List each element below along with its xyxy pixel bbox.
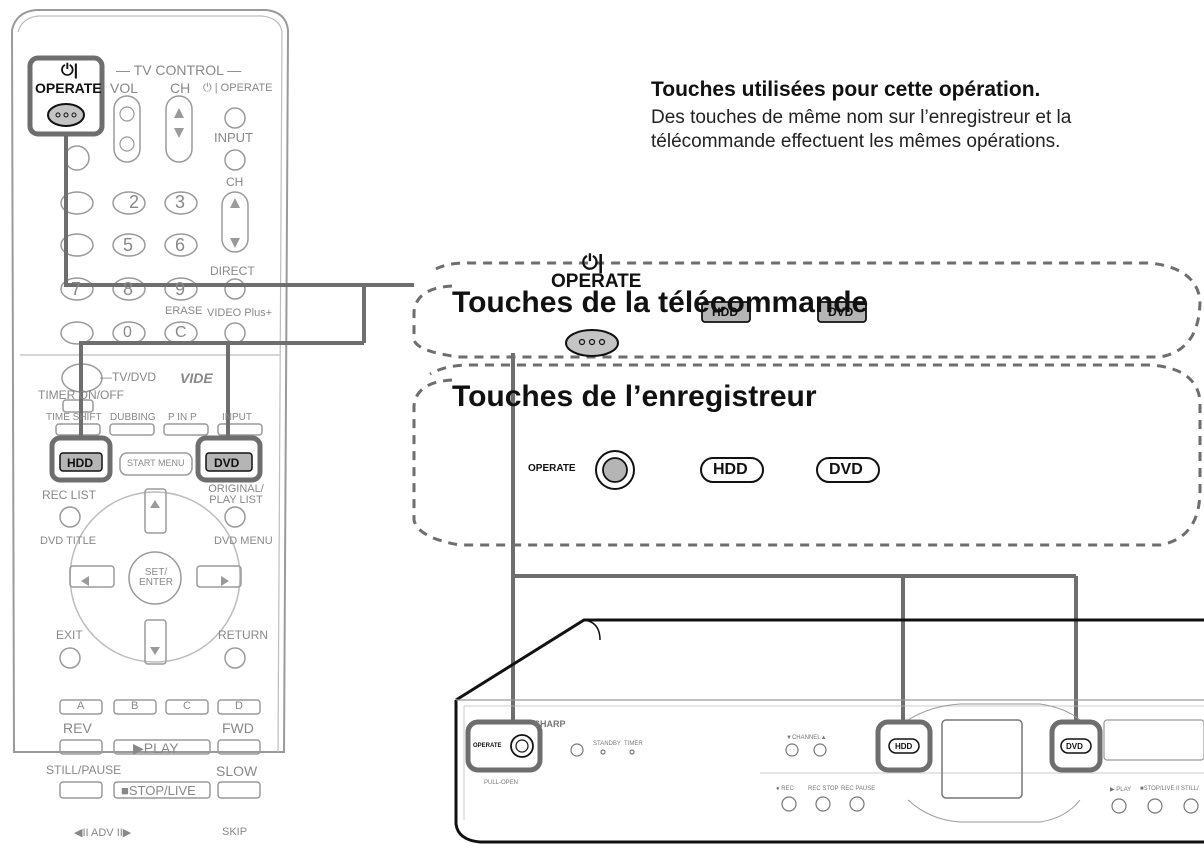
panel-remote-hdd-label: HDD (712, 305, 738, 319)
remote-video-plus: VIDEO Plus+ (207, 307, 273, 319)
remote-vol: VOL (110, 80, 139, 96)
remote-digit-6: 6 (175, 235, 186, 255)
remote-still-pause: STILL/PAUSE (46, 763, 122, 777)
remote-erase: ERASE (165, 305, 203, 317)
remote-original-play-list: ORIGINAL/ PLAY LIST (208, 483, 264, 506)
remote-dvd-title: DVD TITLE (40, 535, 97, 547)
remote-dubbing: DUBBING (110, 412, 156, 423)
panel-remote-title: Touches de la télécommande (452, 286, 869, 319)
remote-play: ▶PLAY (133, 740, 179, 756)
recorder-stop-live: ■STOP/LIVE (1140, 786, 1175, 792)
remote-time-shift: TIME SHIFT (46, 412, 102, 423)
connector-lines (64, 134, 1078, 730)
remote-dvd-menu: DVD MENU (214, 535, 273, 547)
remote-key-d: D (235, 700, 243, 712)
remote-slow: SLOW (216, 763, 258, 779)
recorder-still: II STILL/ (1176, 786, 1199, 792)
intro-body-line2: télécommande effectuent les mêmes opérat… (651, 131, 1061, 152)
remote-key-b: B (131, 700, 139, 712)
recorder-brand: SHARP (534, 719, 566, 729)
remote-set-enter: SET/ ENTER (139, 567, 173, 588)
remote-rev: REV (63, 720, 92, 736)
remote-ladv: ◀II ADV II▶ (74, 827, 132, 839)
panel-remote-dvd-label: DVD (828, 305, 854, 319)
panel-recorder-hdd-label: HDD (713, 461, 748, 478)
remote-video-logo: VIDE (180, 370, 213, 386)
panel-recorder-border (412, 363, 1202, 547)
recorder-channel: ▼CHANNEL▲ (786, 735, 827, 741)
panel-recorder-title: Touches de l’enregistreur (452, 380, 817, 413)
recorder-hdd-label: HDD (895, 742, 913, 751)
recorder-operate-label: OPERATE (473, 743, 502, 749)
panel-remote-operate-label: OPERATE (551, 271, 642, 292)
hdd-key-icon (701, 301, 751, 323)
remote-digit-9: 9 (175, 279, 186, 299)
recorder-dvd-label: DVD (1066, 742, 1083, 751)
remote-ch-operate: ⏻ | OPERATE (203, 82, 273, 94)
remote-digit-0: 0 (123, 324, 132, 341)
remote-digit-3: 3 (175, 192, 186, 212)
remote-hdd-label: HDD (67, 456, 93, 470)
remote-direct: DIRECT (210, 264, 255, 278)
remote-skip: SKIP (222, 826, 248, 838)
recorder-rec-pause: REC PAUSE (841, 786, 876, 792)
recorder-play: ▶ PLAY (1110, 787, 1132, 793)
remote-ch: CH (170, 80, 191, 96)
remote-exit: EXIT (56, 628, 83, 642)
remote-key-a: A (77, 700, 85, 712)
recorder-standby: STANDBY (593, 741, 621, 747)
recorder-timer: TIMER (624, 741, 643, 747)
remote-timer-onoff: TIMER ON/OFF (38, 388, 124, 402)
intro-title: Touches utilisées pour cette opération. (651, 78, 1041, 101)
intro-body-line1: Des touches de même nom sur l’enregistre… (651, 107, 1072, 128)
remote-digit-5: 5 (123, 235, 134, 255)
remote-digit-c: C (175, 324, 187, 341)
remote-tv-control: — TV CONTROL — (116, 62, 242, 78)
remote-control (10, 9, 290, 799)
dvd-key-icon (817, 301, 867, 323)
remote-digit-7: 7 (71, 279, 82, 299)
remote-input: INPUT (214, 130, 253, 145)
operate-key-icon (565, 329, 619, 357)
panel-remote-border (412, 261, 1202, 359)
remote-power-icon: ⏻| (61, 62, 79, 79)
remote-key-c: C (183, 700, 191, 712)
remote-fwd: FWD (222, 720, 254, 736)
remote-ch2: CH (226, 175, 244, 189)
recorder-rec: ● REC (776, 786, 794, 792)
remote-start-menu: START MENU (127, 458, 185, 468)
remote-operate-label: OPERATE (35, 80, 102, 96)
remote-pinp: P IN P (168, 412, 197, 423)
remote-stop-live: ■STOP/LIVE (121, 783, 196, 798)
recorder-front (454, 618, 1204, 844)
panel-recorder-dvd-label: DVD (829, 461, 863, 478)
dvd-button-icon (816, 457, 880, 483)
recorder-rec-stop: REC STOP (808, 786, 839, 792)
operate-power-icon: ⏻| (582, 252, 604, 274)
remote-rec-list: REC LIST (42, 488, 97, 502)
remote-tv-dvd: —TV/DVD (100, 370, 157, 384)
remote-return: RETURN (218, 628, 268, 642)
remote-input2: INPUT (222, 412, 252, 423)
intro-body: Des touches de même nom sur l’enregistre… (651, 106, 1204, 154)
remote-digit-2: 2 (129, 192, 140, 212)
remote-dvd-label: DVD (214, 456, 240, 470)
panel-recorder-operate-label: OPERATE (528, 463, 576, 474)
recorder-pull-open: PULL-OPEN (484, 780, 519, 786)
remote-digit-8: 8 (123, 279, 134, 299)
hdd-button-icon (700, 457, 764, 483)
